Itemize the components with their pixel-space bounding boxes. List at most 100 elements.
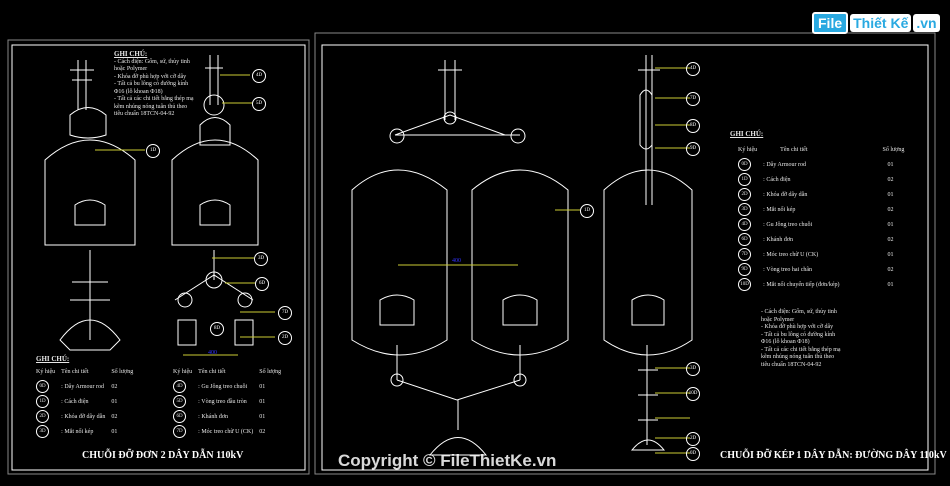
- symbol-circle: 4D: [738, 218, 751, 231]
- symbol-circle: 10D: [738, 278, 751, 291]
- legend-cell: Φ16 (lỗ khoan Φ18): [761, 339, 810, 345]
- legend-cell: Ký hiệu: [173, 368, 193, 375]
- legend-cell: - Khóa đỡ phù hợp với cỡ dây: [761, 324, 834, 330]
- legend-cell: : Cách điện: [763, 176, 791, 183]
- right-drawing-title: CHUỖI ĐỠ KÉP 1 DÂY DẪN: ĐƯỜNG DÂY 110kV: [720, 450, 947, 461]
- symbol-circle: 5D: [173, 395, 186, 408]
- legend-cell: kẽm nhúng nóng tuân thủ theo: [114, 103, 188, 110]
- legend-cell: : Vòng treo đầu tròn: [198, 398, 247, 405]
- legend-row: 6D : Khánh đơn 01: [170, 409, 284, 424]
- legend-cell: 01: [259, 413, 266, 420]
- legend-cell: 01: [111, 428, 118, 435]
- legend-cell: tiêu chuẩn 18TCN-04-92: [761, 361, 822, 368]
- legend-cell: 02: [111, 413, 118, 420]
- callout-5d: 5D: [252, 97, 266, 111]
- callout-2d: 2D: [278, 331, 292, 345]
- symbol-circle: 2D: [36, 410, 49, 423]
- callout-8d: 8D: [210, 322, 224, 336]
- legend-cell: 02: [887, 176, 894, 183]
- legend-cell: - Tất cả các chi tiết bằng thép mạ: [761, 346, 841, 353]
- legend-cell: 01: [259, 398, 266, 405]
- legend-cell: 02: [887, 236, 894, 243]
- legend-cell: : Gu Jông treo chuỗi: [198, 383, 248, 390]
- symbol-circle: 9D: [738, 263, 751, 276]
- legend-cell: : Mắt nối chuyển tiếp (đơn/kép): [763, 281, 840, 288]
- callout-10d: 10D: [686, 387, 700, 401]
- legend-cell: - Khóa đỡ phù hợp với cỡ dây: [114, 73, 187, 80]
- left-drawing-title: CHUỖI ĐỠ ĐƠN 2 DÂY DẪN 110kV: [82, 450, 244, 461]
- legend-cell: 01: [887, 221, 894, 228]
- legend-cell: Tên chi tiết: [198, 368, 226, 375]
- symbol-circle: 0D: [36, 380, 49, 393]
- legend-cell: : Khóa đỡ dây dẫn: [763, 191, 808, 198]
- legend-cell: Thiết Kế: [850, 14, 912, 32]
- legend-cell: : Mắt nối kép: [61, 428, 94, 435]
- legend-row: 5D : Vòng treo đầu tròn 01: [170, 394, 284, 409]
- legend-cell: - Cách điện: Gốm, sứ, thủy tinh: [761, 309, 837, 315]
- right-frame: [314, 32, 936, 475]
- legend-cell: : Mắt nối kép: [763, 206, 796, 213]
- callout-0d: 0D: [686, 447, 700, 461]
- callout-3d: 3D: [686, 362, 700, 376]
- callout-4d: 4D: [686, 62, 700, 76]
- legend-cell: - Tất cả bu lông có đường kính: [761, 331, 836, 338]
- legend-cell: 02: [259, 428, 266, 435]
- legend-cell: 01: [887, 281, 894, 288]
- symbol-circle: 6D: [738, 233, 751, 246]
- legend-cell: hoặc Polymer: [114, 66, 148, 73]
- legend-row: 2D : Khóa đỡ dây dẫn 02: [33, 409, 136, 424]
- insulator-single-side: [171, 55, 259, 356]
- callout-1d: 1D: [146, 144, 160, 158]
- legend-cell: 01: [887, 251, 894, 258]
- legend-cell: - Tất cả bu lông có đường kính: [114, 81, 189, 88]
- callout-4d: 4D: [252, 69, 266, 83]
- legend-cell: - Tất cả các chi tiết bằng thép mạ: [114, 96, 194, 103]
- symbol-circle: 6D: [173, 410, 186, 423]
- insulator-single-front: [44, 60, 136, 351]
- insulator-double-side: [603, 55, 693, 451]
- dimension-label: 400: [208, 350, 217, 356]
- right-legend-title: GHI CHÚ:: [730, 130, 764, 138]
- legend-cell: 01: [887, 161, 894, 168]
- symbol-circle: 1D: [738, 173, 751, 186]
- left-notes: GHI CHÚ: - Cách điện: Gốm, sứ, thủy tinh…: [114, 50, 194, 119]
- callout-2d: 2D: [686, 432, 700, 446]
- symbol-circle: 4D: [173, 380, 186, 393]
- symbol-circle: 1D: [36, 395, 49, 408]
- callout-3d: 3D: [254, 252, 268, 266]
- legend-cell: tiêu chuẩn 18TCN-04-92: [114, 111, 175, 118]
- left-legend-title: GHI CHÚ:: [36, 355, 70, 363]
- legend-cell: Số lượng: [882, 146, 905, 153]
- legend-cell: : Vòng treo hai chân: [763, 266, 813, 273]
- callout-7d: 7D: [278, 306, 292, 320]
- legend-cell: 01: [259, 383, 266, 390]
- legend-cell: : Gu Jông treo chuỗi: [763, 221, 813, 228]
- legend-cell: File: [812, 12, 849, 34]
- legend-cell: .vn: [913, 14, 940, 32]
- legend-cell: : Khóa đỡ dây dẫn: [61, 413, 106, 420]
- legend-row: 7D : Móc treo chữ U (CK) 02: [170, 424, 284, 439]
- legend-row: 4D : Gu Jông treo chuỗi 01: [170, 379, 284, 394]
- symbol-circle: 7D: [738, 248, 751, 261]
- dimension-label: 400: [452, 258, 461, 264]
- leader-lines: [95, 67, 690, 454]
- legend-row: 10D : Mắt nối chuyển tiếp (đơn/kép) 01: [735, 277, 907, 292]
- symbol-circle: 7D: [173, 425, 186, 438]
- symbol-circle: 2D: [738, 188, 751, 201]
- legend-cell: : Khánh đơn: [198, 413, 229, 420]
- legend-cell: : Móc treo chữ U (CK): [198, 428, 254, 435]
- legend-cell: kẽm nhúng nóng tuân thủ theo: [761, 354, 835, 360]
- insulator-double: [351, 60, 569, 456]
- legend-cell: GHI CHÚ:: [114, 50, 148, 58]
- legend-cell: Tên chi tiết: [780, 146, 808, 153]
- callout-8d: 8D: [686, 119, 700, 133]
